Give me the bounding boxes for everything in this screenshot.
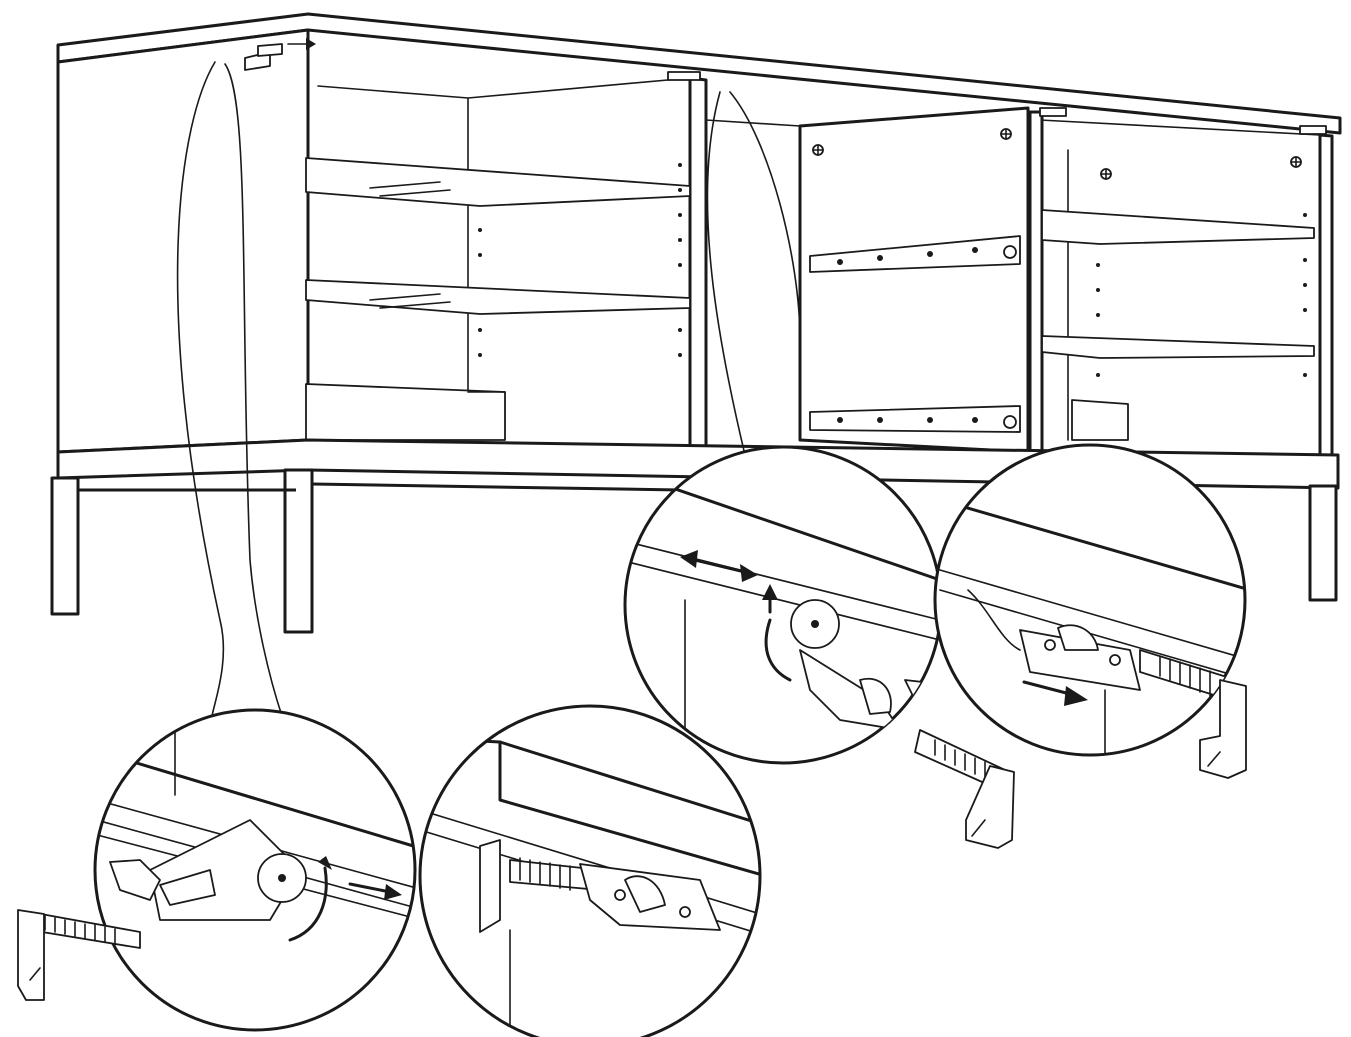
cabinet-right-side	[1318, 133, 1334, 457]
shelf-right-upper	[1041, 209, 1315, 245]
leg-back-right	[1308, 484, 1338, 602]
leg-front-left	[50, 476, 80, 616]
cabinet-door-open	[798, 106, 1030, 454]
detail-callout-2	[418, 704, 762, 1037]
drawer-runner-upper	[809, 235, 1021, 273]
shelf-right-lower	[1041, 335, 1315, 359]
latch-hook-4	[1199, 679, 1247, 779]
callout-pointer-right	[706, 91, 801, 456]
leg-front-middle	[283, 468, 314, 634]
drawer-runner-lower	[809, 405, 1021, 433]
ratchet-bar-1	[17, 909, 141, 1001]
door-hinge-clip-icon	[244, 38, 316, 71]
push-arrow-2	[1022, 680, 1072, 696]
cabinet-divider-left	[688, 76, 708, 448]
detail-callout-4	[933, 443, 1247, 779]
cabinet-divider-right	[1028, 110, 1044, 454]
peg-holes	[478, 163, 1307, 377]
detail-callout-3	[623, 445, 1015, 849]
shelf-left-lower	[305, 279, 691, 315]
ratchet-bar-3	[914, 729, 1015, 849]
double-arrow	[693, 558, 747, 574]
callout-pointer-left	[176, 61, 283, 717]
detail-callout-1	[17, 708, 417, 1032]
sideboard-cabinet	[50, 12, 1342, 717]
push-arrow	[348, 882, 392, 894]
curved-rotate-arrow	[288, 866, 328, 942]
shelf-left-upper	[305, 157, 691, 207]
